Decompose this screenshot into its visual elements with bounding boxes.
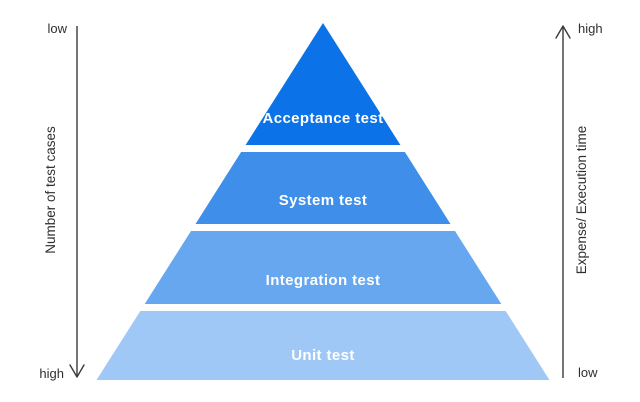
pyramid: Acceptance test System test Integration … [96,23,550,380]
right-axis-title: Expense/ Execution time [574,126,589,275]
left-axis-title: Number of test cases [43,126,58,254]
pyramid-layer-unit [96,311,550,380]
pyramid-layer-system [195,152,451,224]
pyramid-layer-unit-label: Unit test [291,347,355,364]
pyramid-layer-acceptance-label: Acceptance test [262,110,383,127]
right-axis-bottom-label: low [578,365,598,380]
left-axis-top-label: low [47,21,67,36]
down-arrow-icon [69,364,85,378]
left-axis-bottom-label: high [39,366,64,381]
pyramid-layer-acceptance [245,23,401,145]
pyramid-layer-integration [144,231,502,304]
pyramid-layer-integration-label: Integration test [266,272,381,289]
left-axis: low high Number of test cases [39,21,85,381]
right-axis: high low Expense/ Execution time [555,21,603,380]
up-arrow-icon [555,25,571,39]
pyramid-layer-system-label: System test [279,192,368,209]
right-axis-top-label: high [578,21,603,36]
